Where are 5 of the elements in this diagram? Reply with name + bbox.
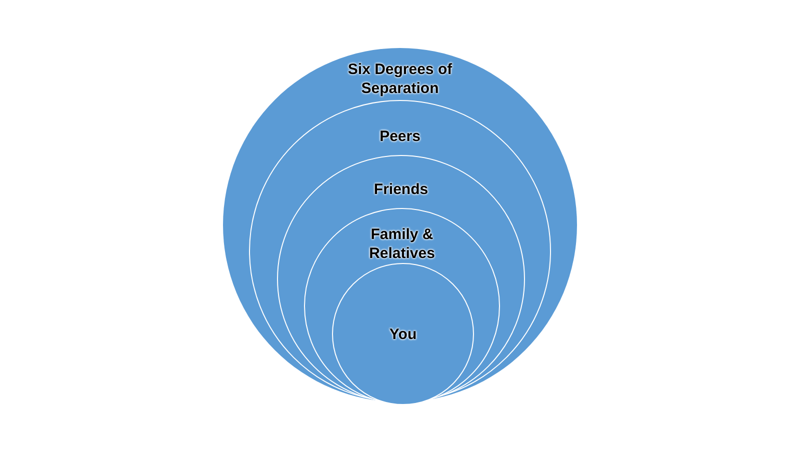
circle-label: Six Degrees of Separation [346, 60, 454, 98]
circle-label: Friends [372, 180, 430, 199]
circle-label: Peers [378, 127, 422, 146]
circle-label: You [388, 325, 418, 344]
circle-label: Family & Relatives [368, 225, 436, 263]
